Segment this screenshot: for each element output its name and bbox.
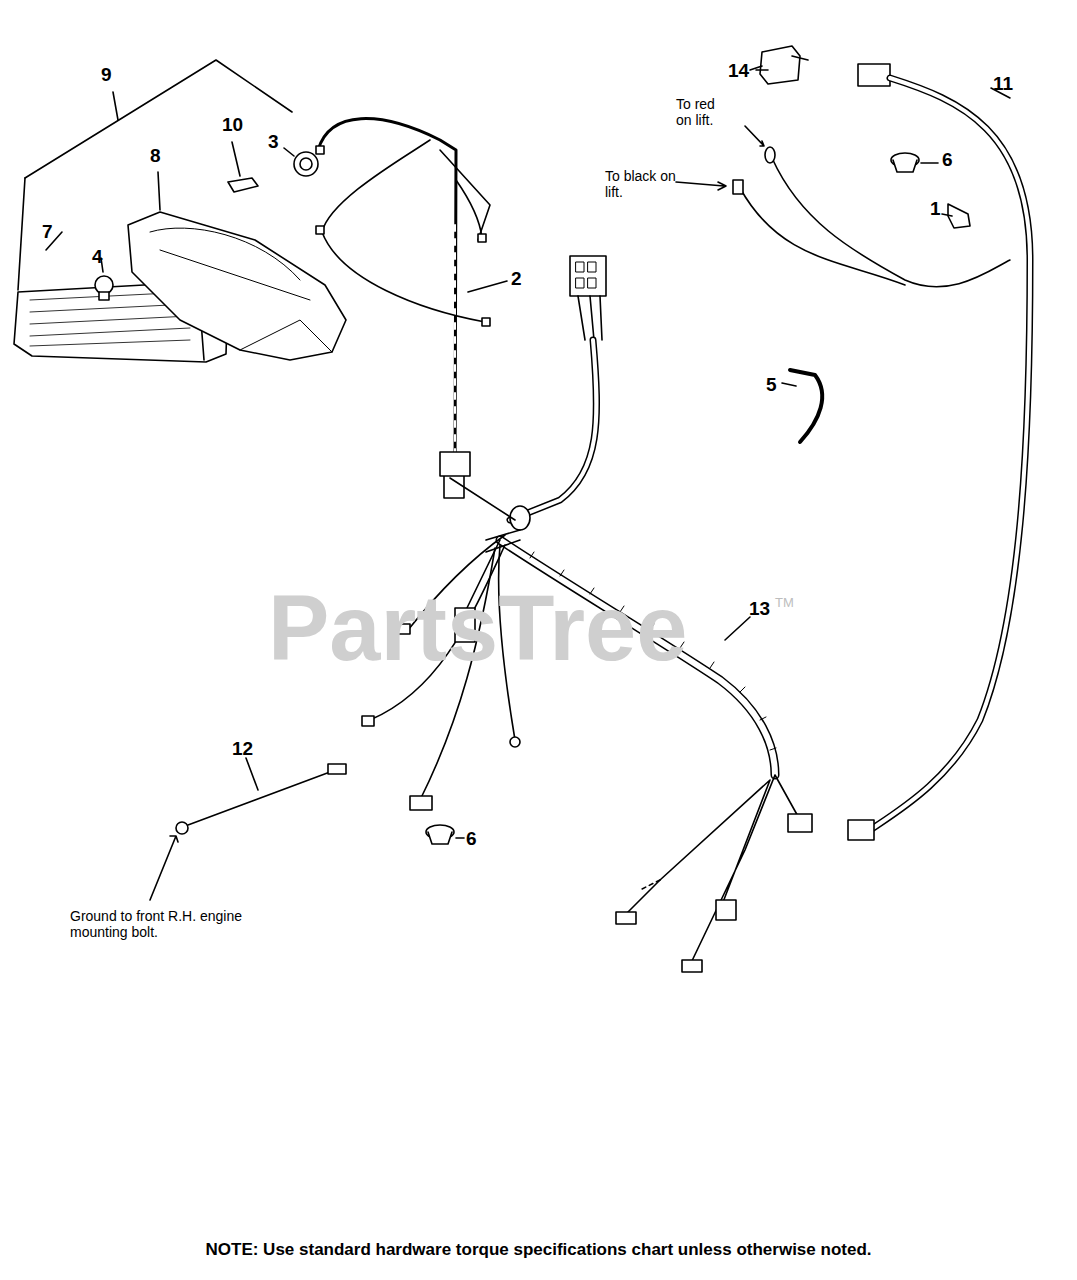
callout-number: 6: [466, 828, 477, 850]
callout-number: 5: [766, 374, 777, 396]
watermark: TM: [775, 596, 794, 611]
note-text: To red on lift.: [676, 96, 732, 128]
callout-number: 9: [101, 64, 112, 86]
callout-number: 8: [150, 145, 161, 167]
callout-number: 13: [749, 598, 770, 620]
callout-number: 3: [268, 131, 279, 153]
callout-number: 10: [222, 114, 243, 136]
callout-number: 14: [728, 60, 749, 82]
callout-number: 4: [92, 246, 103, 268]
note-text: To black on lift.: [605, 168, 677, 200]
callout-number: 6: [942, 149, 953, 171]
callout-number: 12: [232, 738, 253, 760]
callout-number: 11: [993, 73, 1013, 95]
note-text: Ground to front R.H. engine mounting bol…: [70, 908, 250, 940]
callout-number: 1: [930, 198, 941, 220]
note-text: NOTE: Use standard hardware torque speci…: [0, 1240, 1077, 1260]
callout-number: 2: [511, 268, 522, 290]
callout-number: 7: [42, 221, 53, 243]
watermark: PartsTree: [268, 576, 687, 682]
